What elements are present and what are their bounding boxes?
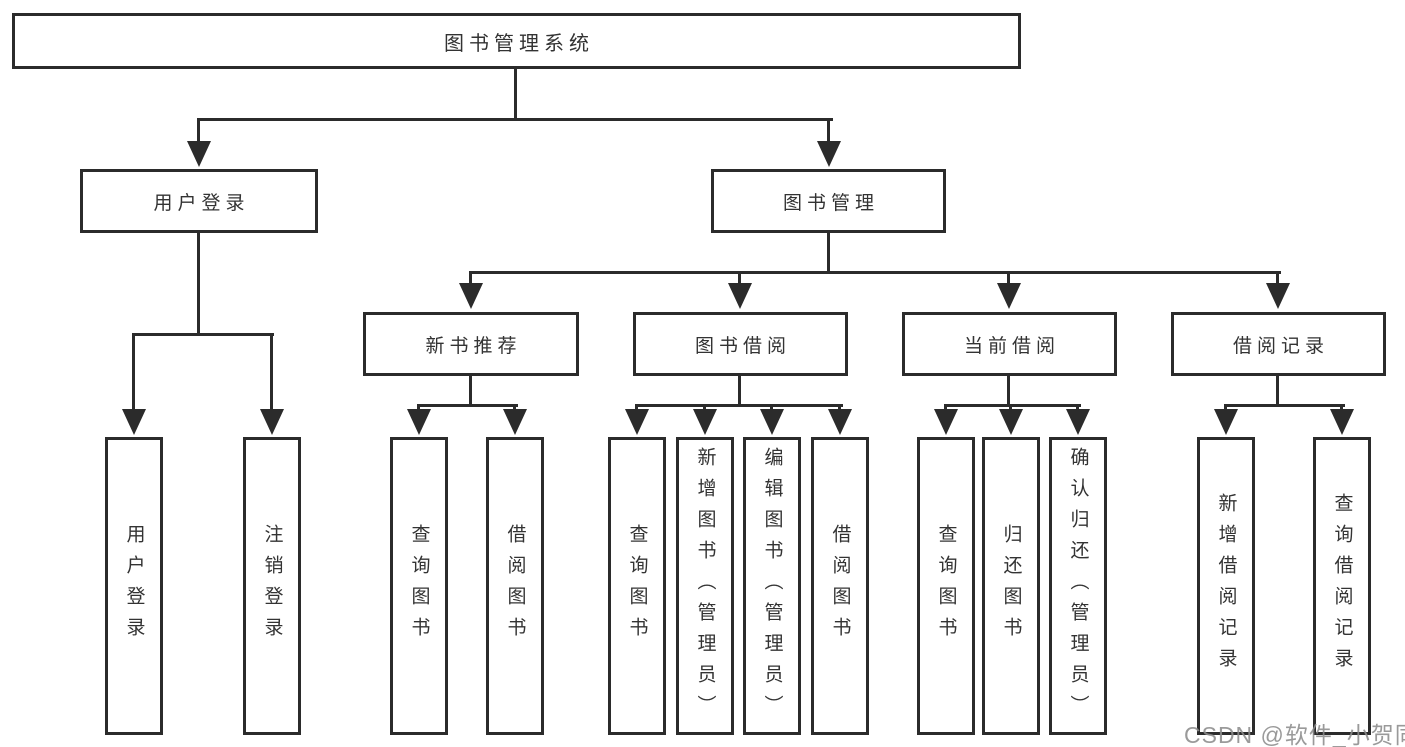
node-user-login: 用户登录 [80, 169, 318, 233]
arrowhead-icon [1330, 409, 1354, 435]
arrowhead-icon [407, 409, 431, 435]
connector-line [1007, 271, 1010, 285]
arrowhead-icon [260, 409, 284, 435]
connector-line [703, 404, 706, 413]
arrowhead-icon [625, 409, 649, 435]
arrowhead-icon [999, 409, 1023, 435]
leaf-confirm-return-admin: 确认归还（管理员） [1049, 437, 1107, 735]
connector-line [838, 404, 841, 413]
connector-line [1224, 404, 1227, 413]
connector-line [770, 404, 773, 413]
connector-line [944, 404, 1081, 407]
connector-line [469, 376, 472, 407]
arrowhead-icon [187, 141, 211, 167]
node-book-management: 图书管理 [711, 169, 946, 233]
connector-line [635, 404, 843, 407]
connector-line [827, 118, 830, 144]
connector-line [469, 271, 1281, 274]
leaf-return-books: 归还图书 [982, 437, 1040, 735]
node-book-borrowing: 图书借阅 [633, 312, 848, 376]
connector-line [417, 404, 518, 407]
leaf-borrow-books: 借阅图书 [811, 437, 869, 735]
arrowhead-icon [1266, 283, 1290, 309]
leaf-user-login: 用户登录 [105, 437, 163, 735]
connector-line [197, 118, 200, 144]
connector-line [1276, 376, 1279, 407]
arrowhead-icon [1066, 409, 1090, 435]
leaf-query-books-current: 查询图书 [917, 437, 975, 735]
connector-line [1076, 404, 1079, 413]
node-borrowing-records: 借阅记录 [1171, 312, 1386, 376]
connector-line [738, 271, 741, 285]
connector-line [1007, 376, 1010, 407]
arrowhead-icon [693, 409, 717, 435]
connector-line [1276, 271, 1279, 285]
connector-line [827, 233, 830, 274]
arrowhead-icon [1214, 409, 1238, 435]
connector-line [1009, 404, 1012, 413]
arrowhead-icon [122, 409, 146, 435]
leaf-borrow-books-recommend: 借阅图书 [486, 437, 544, 735]
connector-line [514, 69, 517, 121]
connector-line [944, 404, 947, 413]
leaf-logout: 注销登录 [243, 437, 301, 735]
leaf-add-borrow-record: 新增借阅记录 [1197, 437, 1255, 735]
connector-line [417, 404, 420, 413]
connector-line [513, 404, 516, 413]
arrowhead-icon [817, 141, 841, 167]
connector-line [197, 233, 200, 336]
connector-line [132, 333, 274, 336]
arrowhead-icon [828, 409, 852, 435]
leaf-add-books-admin: 新增图书（管理员） [676, 437, 734, 735]
arrowhead-icon [997, 283, 1021, 309]
node-new-book-recommendation: 新书推荐 [363, 312, 579, 376]
connector-line [1224, 404, 1345, 407]
leaf-edit-books-admin: 编辑图书（管理员） [743, 437, 801, 735]
leaf-query-books-recommend: 查询图书 [390, 437, 448, 735]
arrowhead-icon [459, 283, 483, 309]
node-library-management-system: 图书管理系统 [12, 13, 1021, 69]
connector-line [469, 271, 472, 285]
node-current-borrowing: 当前借阅 [902, 312, 1117, 376]
csdn-watermark: CSDN @软件_小贺同学 [1184, 722, 1405, 747]
connector-line [132, 333, 135, 413]
connector-line [635, 404, 638, 413]
connector-line [197, 118, 833, 121]
arrowhead-icon [503, 409, 527, 435]
arrowhead-icon [934, 409, 958, 435]
connector-line [738, 376, 741, 407]
leaf-query-borrow-record: 查询借阅记录 [1313, 437, 1371, 735]
leaf-query-books-borrow: 查询图书 [608, 437, 666, 735]
arrowhead-icon [760, 409, 784, 435]
connector-line [1340, 404, 1343, 413]
connector-line [270, 333, 273, 413]
arrowhead-icon [728, 283, 752, 309]
